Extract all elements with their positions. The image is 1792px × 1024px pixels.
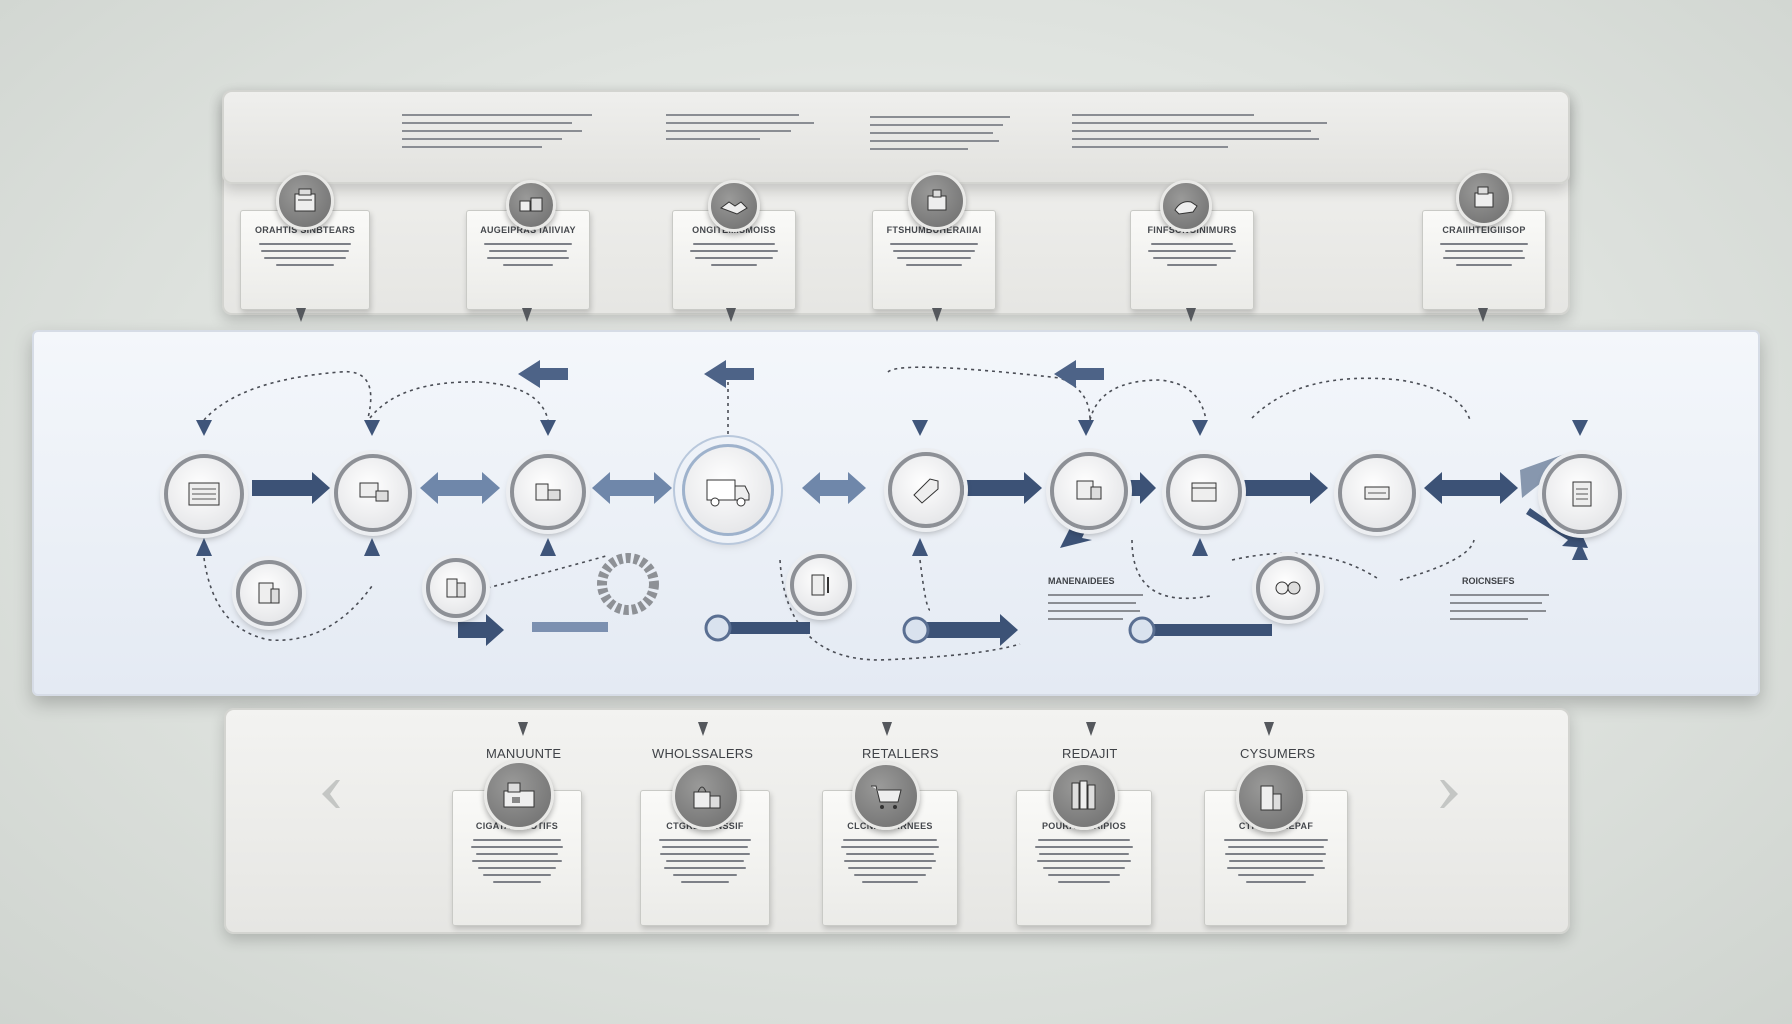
left-chevron-icon [322,780,340,808]
flow-node-gears [1256,556,1320,620]
header-text-block [666,108,822,146]
up-arrowheads [196,538,1588,560]
flow-node-screens [1050,452,1128,530]
handshake-icon [708,180,760,232]
shelves-icon [1050,762,1118,830]
header-text-block [1072,108,1332,154]
building-icon [1236,762,1306,832]
bottom-down-arrows [518,722,1274,736]
flow-node-truck [682,444,774,536]
boxes-icon [506,180,556,230]
hand-icon [1160,180,1212,232]
shopping-bag-icon [672,762,740,830]
mid-label: ROICNSEFS [1462,576,1515,586]
mid-label: MANENAIDEES [1048,576,1115,586]
top-left-arrows [518,360,1104,388]
package-icon [908,172,966,230]
flow-node-computer [334,454,412,532]
storefront-icon [1456,170,1512,226]
top-tag-title: ORAHTIS SINBTEARS [254,225,356,235]
stage-label: MANUUNTE [486,746,562,761]
flow-node-clipboard [1542,454,1622,534]
header-text-block [870,110,1010,156]
mid-label-text [1048,588,1148,626]
mid-label-text [1450,588,1554,626]
flow-node-files [236,560,302,626]
flow-node-documents [426,558,486,618]
top-tag: FTSHUMBUHERAIIAI [872,210,996,310]
stage-label: CYSUMERS [1240,746,1316,761]
factory-icon [484,760,554,830]
top-tag-title: AUGEIPRAS IAIIVIAY [480,225,576,235]
stage-label: WHOLSSALERS [652,746,754,761]
top-tag-title: CRAIIHTEIGIIISOP [1442,225,1526,235]
top-header-band [222,90,1570,184]
dotted-connectors [203,366,1475,661]
flow-node-window [1166,454,1242,530]
lower-flow-bars [458,614,1272,646]
flow-node-tag [888,452,964,528]
flow-node-records [164,454,244,534]
stage-label: REDAJIT [1062,746,1118,761]
shopping-cart-icon [852,762,920,830]
warehouse-icon [276,172,334,230]
top-tag: AUGEIPRAS IAIIVIAY [466,210,590,310]
header-text-block [402,108,602,154]
stage-label: RETALLERS [862,746,939,761]
flow-node-card [1338,454,1416,532]
top-down-arrows [296,308,1488,322]
flow-node-thermometer [790,554,852,616]
flow-node-inventory [510,454,586,530]
top-tag-title: FTSHUMBUHERAIIAI [886,225,982,235]
right-chevron-icon [1440,780,1458,808]
down-arrowheads [196,420,1588,436]
top-tag: CRAIIHTEIGIIISOP [1422,210,1546,310]
parts-ring-icon [597,553,659,615]
